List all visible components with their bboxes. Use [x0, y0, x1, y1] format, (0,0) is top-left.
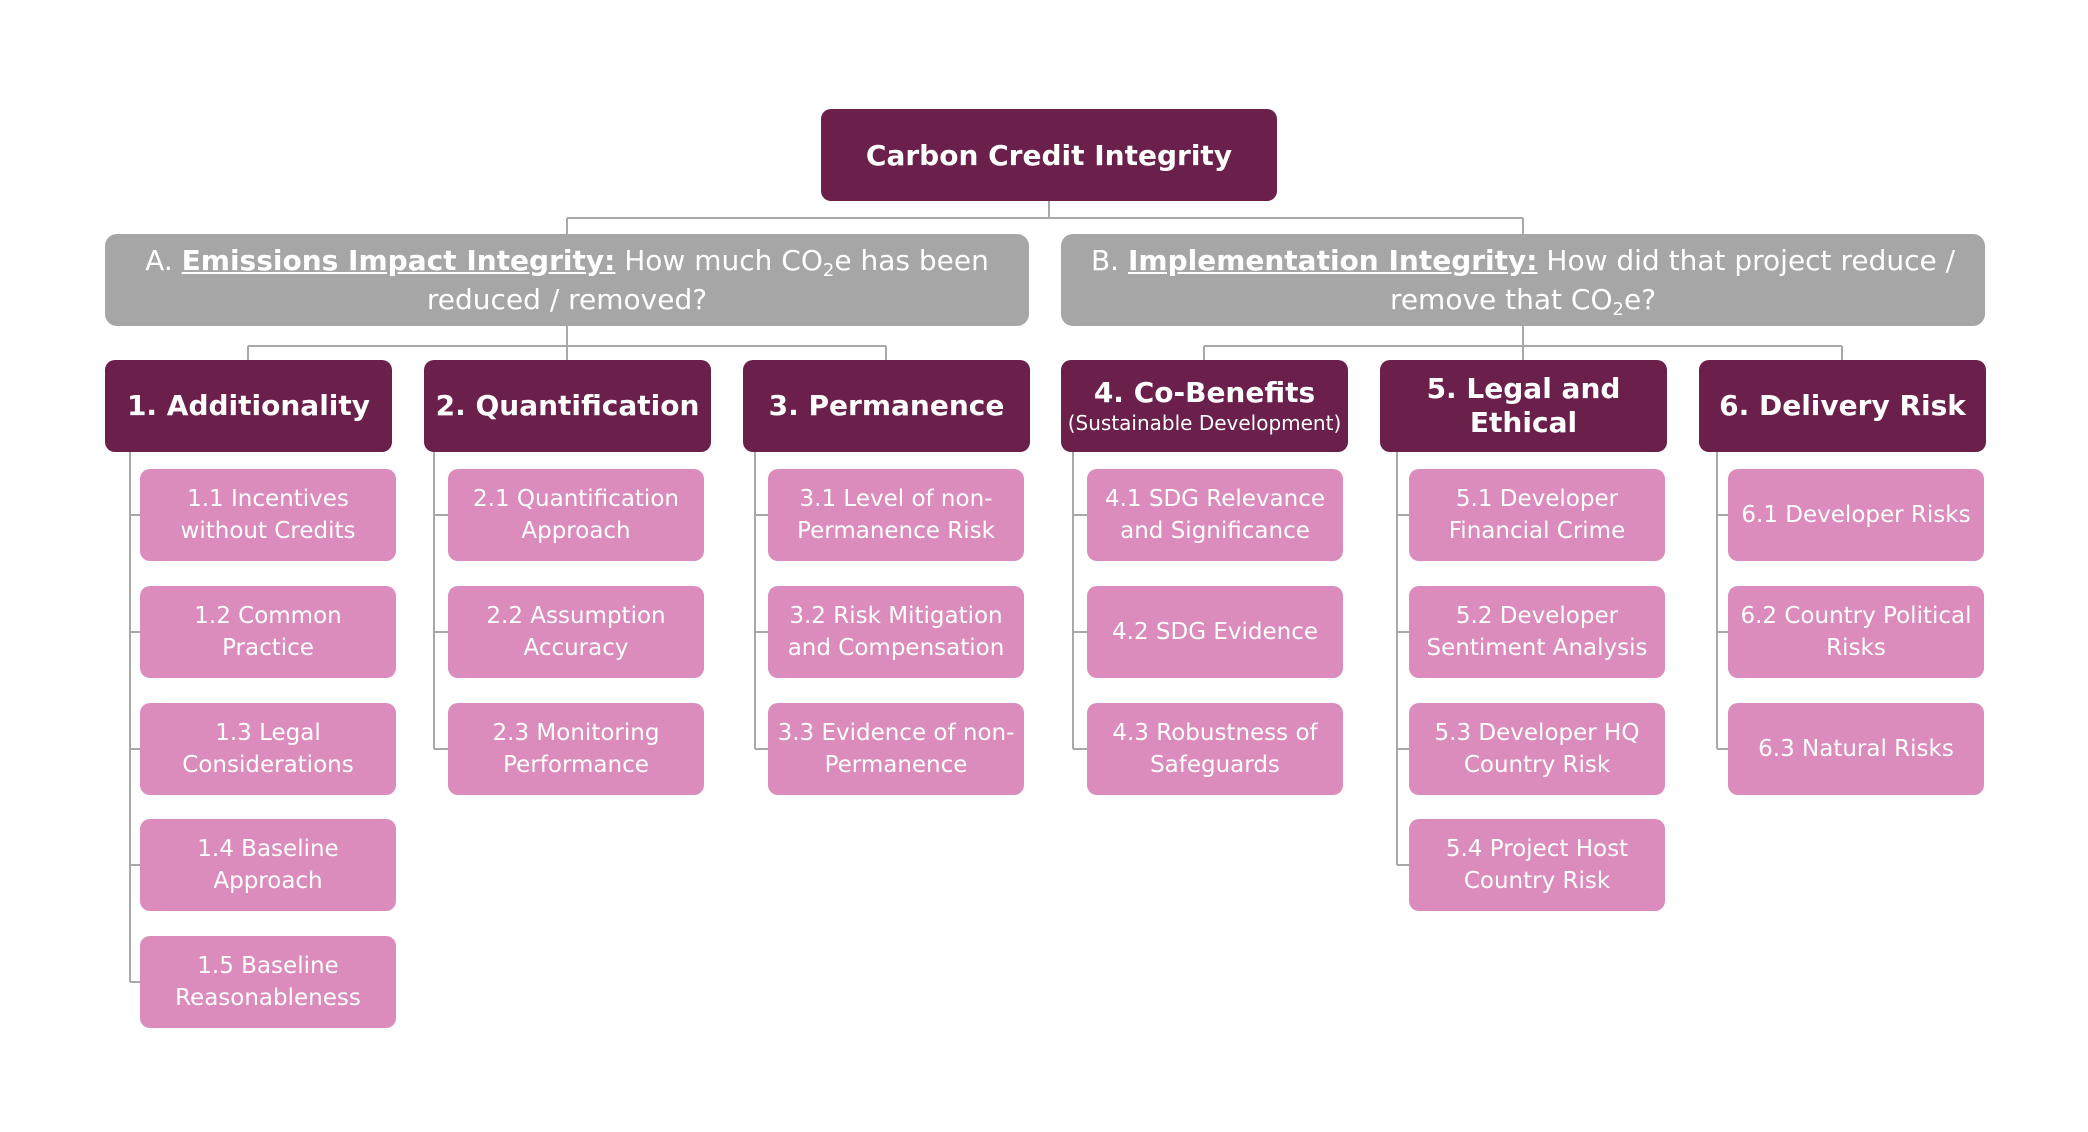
item-label: 3.3 Evidence of non-Permanence [777, 720, 1015, 778]
category-label: 2. Quantification [435, 389, 700, 422]
branch-key-label: Implementation Integrity: [1127, 244, 1538, 277]
item-baseline-approach: 1.4 Baseline Approach [140, 819, 396, 911]
item-level-of-non-permanence-risk: 3.1 Level of non-Permanence Risk [768, 469, 1024, 561]
item-country-political-risks: 6.2 Country Political Risks [1728, 586, 1984, 678]
item-label: 1.4 Baseline Approach [197, 836, 339, 894]
item-common-practice: 1.2 Common Practice [140, 586, 396, 678]
item-natural-risks: 6.3 Natural Risks [1728, 703, 1984, 795]
item-label: 4.2 SDG Evidence [1112, 619, 1318, 645]
branch-implementation-integrity: B. Implementation Integrity: How did tha… [1061, 234, 1985, 326]
category-label: 5. Legal and Ethical [1426, 372, 1621, 439]
item-assumption-accuracy: 2.2 Assumption Accuracy [448, 586, 704, 678]
category-delivery-risk: 6. Delivery Risk [1699, 360, 1986, 452]
category-label: 1. Additionality [126, 389, 371, 422]
category-sublabel: (Sustainable Development) [1067, 411, 1342, 435]
item-label: 3.2 Risk Mitigation and Compensation [787, 603, 1005, 661]
item-developer-financial-crime: 5.1 Developer Financial Crime [1409, 469, 1665, 561]
branch-emissions-impact-integrity: A. Emissions Impact Integrity: How much … [105, 234, 1029, 326]
category-permanence: 3. Permanence [743, 360, 1030, 452]
item-robustness-of-safeguards: 4.3 Robustness of Safeguards [1087, 703, 1343, 795]
branch-question-part1: How much CO [615, 244, 823, 277]
item-label: 1.2 Common Practice [194, 603, 342, 661]
branch-letter: B. [1090, 244, 1120, 277]
subscript-2: 2 [822, 260, 835, 281]
item-incentives-without-credits: 1.1 Incentives without Credits [140, 469, 396, 561]
item-label: 1.1 Incentives without Credits [180, 486, 356, 544]
category-additionality: 1. Additionality [105, 360, 392, 452]
category-label: 6. Delivery Risk [1719, 389, 1966, 422]
item-label: 5.3 Developer HQ Country Risk [1434, 720, 1640, 778]
item-label: 6.3 Natural Risks [1758, 736, 1954, 762]
item-baseline-reasonableness: 1.5 Baseline Reasonableness [140, 936, 396, 1028]
item-label: 1.5 Baseline Reasonableness [175, 953, 361, 1011]
root-node: Carbon Credit Integrity [821, 109, 1277, 201]
branch-question-part2: e? [1623, 283, 1657, 316]
branch-letter: A. [145, 244, 173, 277]
category-label: 3. Permanence [768, 389, 1005, 422]
item-label: 5.2 Developer Sentiment Analysis [1426, 603, 1648, 661]
item-risk-mitigation-and-compensation: 3.2 Risk Mitigation and Compensation [768, 586, 1024, 678]
item-label: 3.1 Level of non-Permanence Risk [797, 486, 995, 544]
item-label: 4.3 Robustness of Safeguards [1112, 720, 1318, 778]
item-sdg-relevance-and-significance: 4.1 SDG Relevance and Significance [1087, 469, 1343, 561]
item-sdg-evidence: 4.2 SDG Evidence [1087, 586, 1343, 678]
subscript-2: 2 [1612, 299, 1624, 320]
item-label: 1.3 Legal Considerations [182, 720, 354, 778]
item-label: 2.1 Quantification Approach [473, 486, 679, 544]
category-co-benefits: 4. Co-Benefits (Sustainable Development) [1061, 360, 1348, 452]
item-label: 5.1 Developer Financial Crime [1448, 486, 1626, 544]
branch-key-label: Emissions Impact Integrity: [181, 244, 616, 277]
item-legal-considerations: 1.3 Legal Considerations [140, 703, 396, 795]
category-quantification: 2. Quantification [424, 360, 711, 452]
item-developer-hq-country-risk: 5.3 Developer HQ Country Risk [1409, 703, 1665, 795]
item-label: 5.4 Project Host Country Risk [1445, 836, 1629, 894]
item-label: 6.2 Country Political Risks [1740, 603, 1972, 661]
branch-question-part1: How did that project reduce / remove tha… [1389, 244, 1956, 316]
item-developer-sentiment-analysis: 5.2 Developer Sentiment Analysis [1409, 586, 1665, 678]
category-legal-and-ethical: 5. Legal and Ethical [1380, 360, 1667, 452]
item-developer-risks: 6.1 Developer Risks [1728, 469, 1984, 561]
item-monitoring-performance: 2.3 Monitoring Performance [448, 703, 704, 795]
item-evidence-of-non-permanence: 3.3 Evidence of non-Permanence [768, 703, 1024, 795]
item-project-host-country-risk: 5.4 Project Host Country Risk [1409, 819, 1665, 911]
root-label: Carbon Credit Integrity [865, 138, 1233, 172]
item-quantification-approach: 2.1 Quantification Approach [448, 469, 704, 561]
item-label: 2.3 Monitoring Performance [492, 720, 660, 778]
item-label: 4.1 SDG Relevance and Significance [1104, 486, 1326, 544]
item-label: 6.1 Developer Risks [1741, 502, 1971, 528]
branch-question-part2: e has been reduced / removed? [426, 244, 989, 316]
category-label: 4. Co-Benefits [1093, 376, 1316, 409]
item-label: 2.2 Assumption Accuracy [486, 603, 666, 661]
